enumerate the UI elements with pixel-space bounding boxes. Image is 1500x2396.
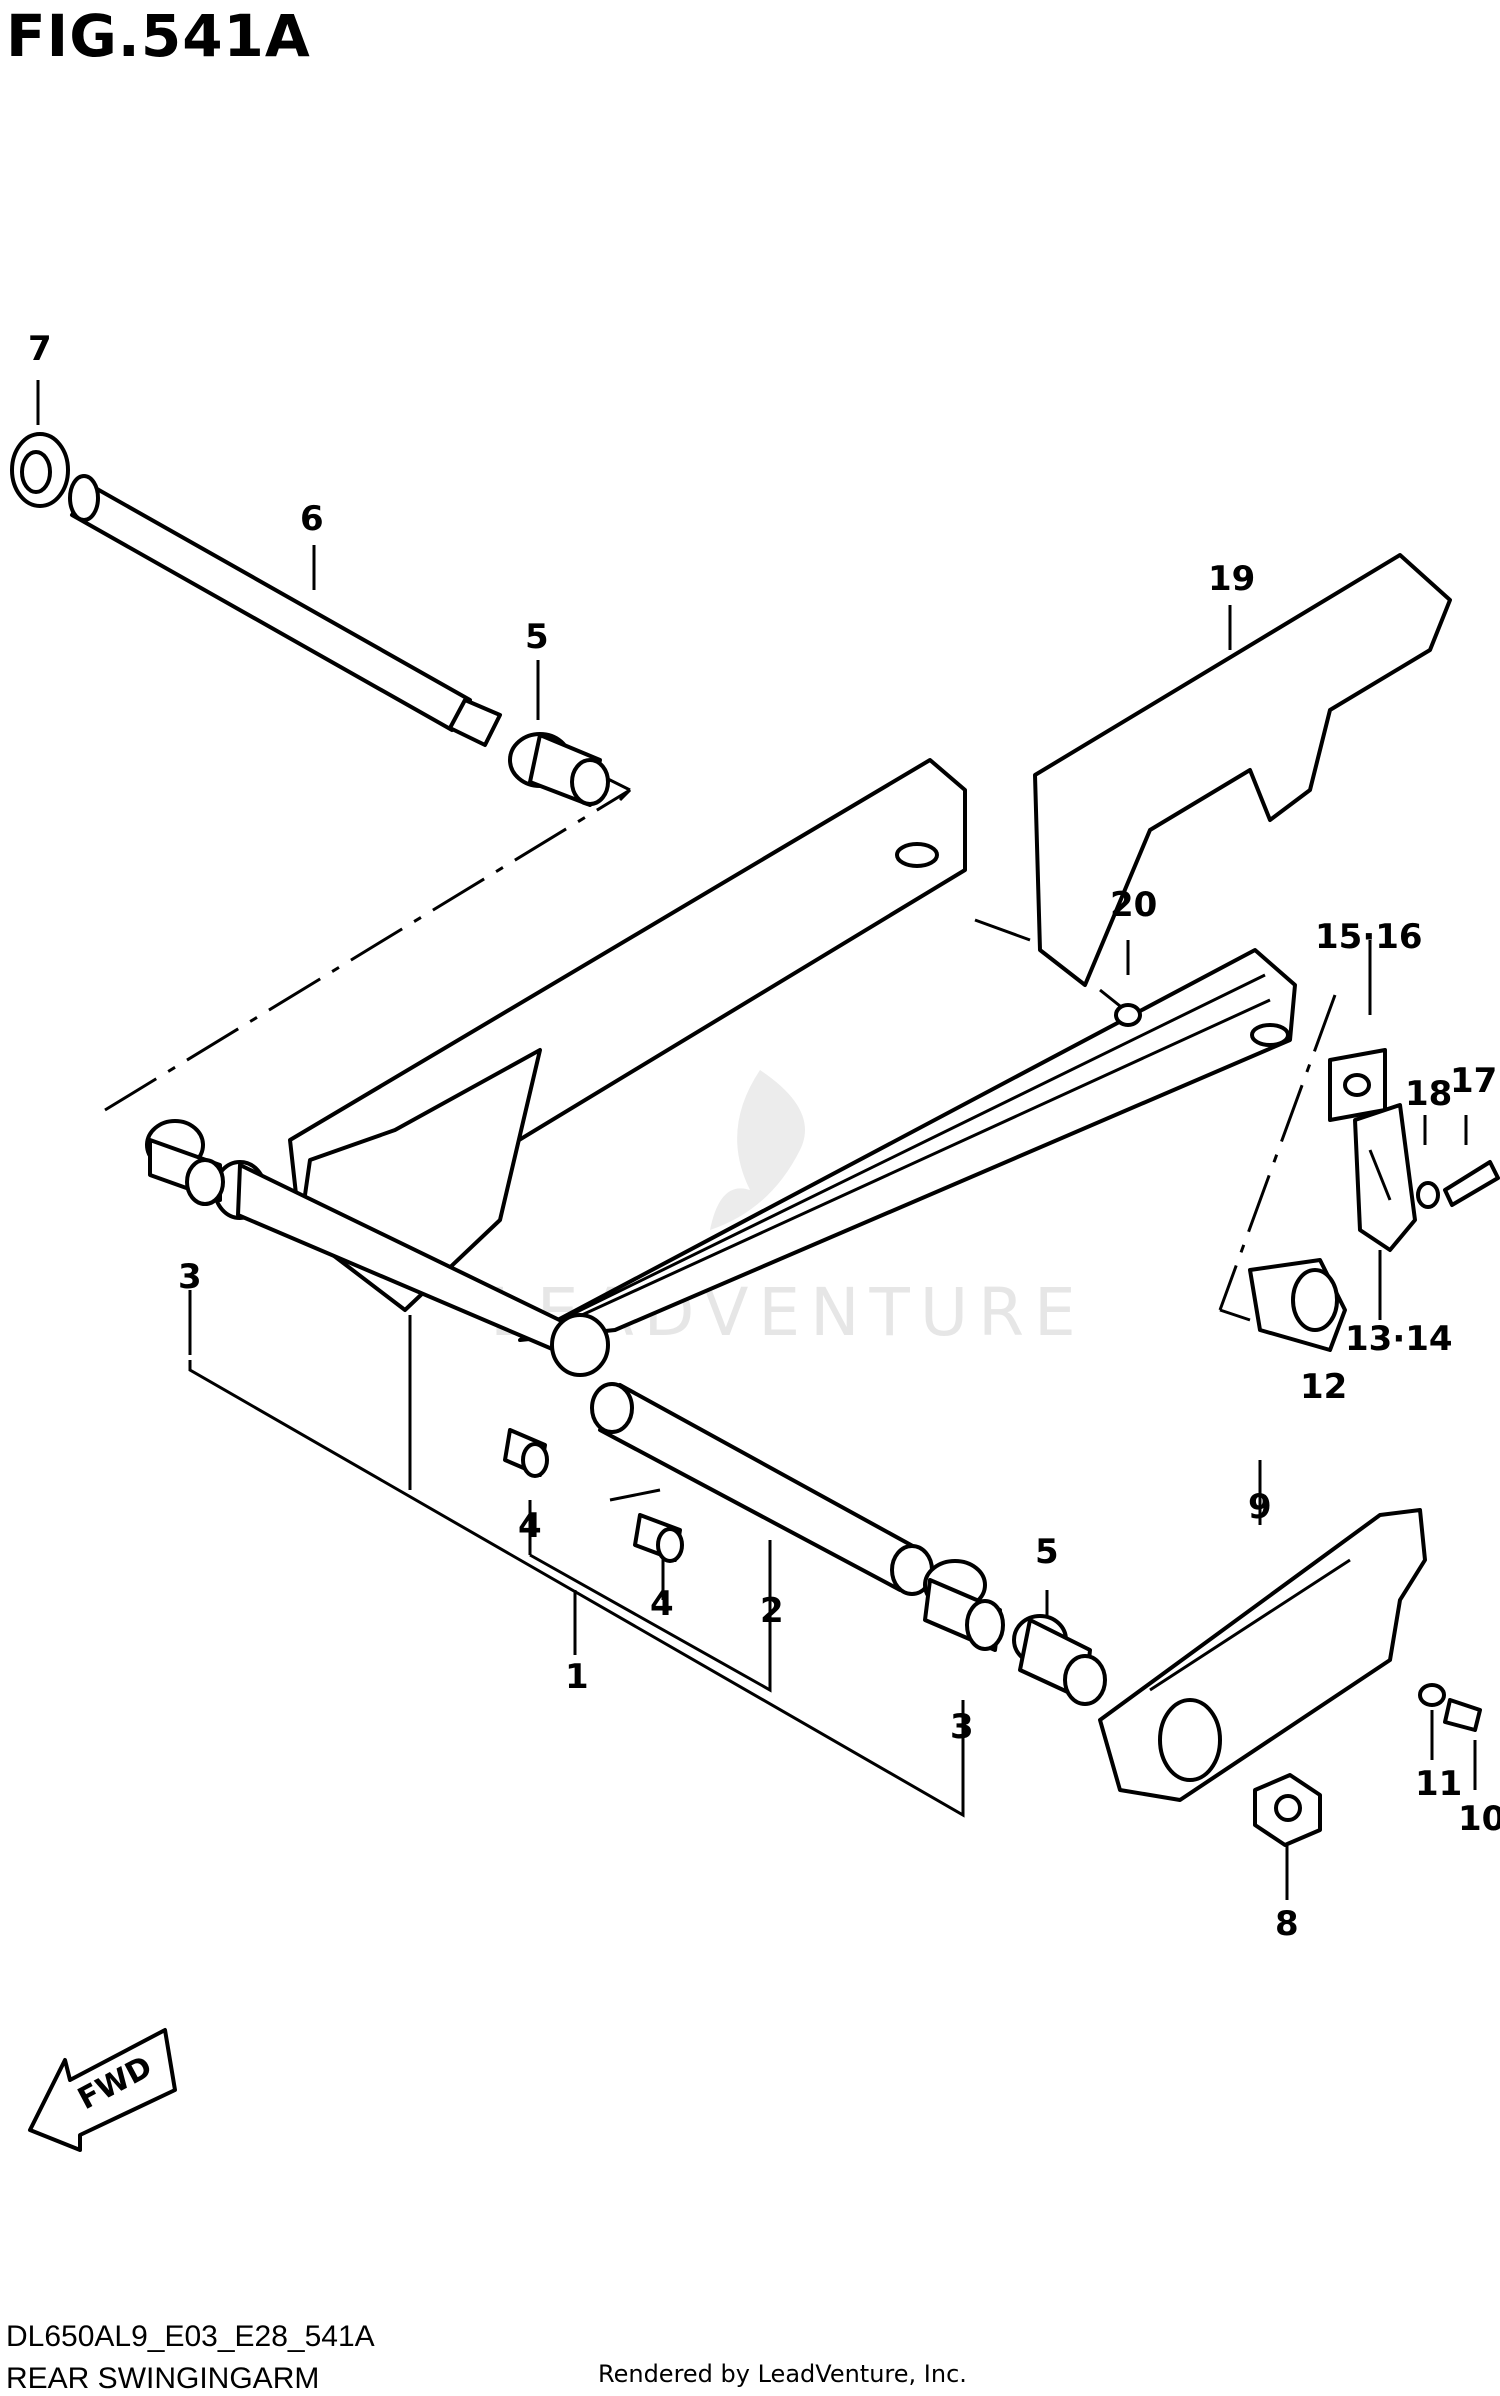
callouts: 7 6 5 19 20 15·16 18 17 3 13·14 12 4 4 2…: [28, 329, 1500, 1944]
part-19-chain-guard: [1033, 553, 1452, 987]
callout-12: 12: [1300, 1367, 1347, 1407]
part-13-14-adjuster-plate: [1353, 1103, 1417, 1252]
callout-5-lower: 5: [1035, 1532, 1059, 1572]
part-2-pivot-tube: [590, 1382, 934, 1596]
callout-20: 20: [1110, 885, 1157, 925]
part-7-nut: [10, 432, 70, 508]
part-12-chain-adjuster: [1248, 1258, 1347, 1352]
callout-7: 7: [28, 329, 52, 369]
watermark-logo-icon: [710, 1070, 805, 1230]
part-4-bearing-b: [633, 1513, 684, 1563]
part-18-washer: [1416, 1181, 1440, 1209]
part-1-swingarm-body: [213, 758, 1297, 1377]
part-8-nut: [1253, 1773, 1322, 1847]
part-6-pivot-shaft: [68, 474, 502, 747]
part-11-collar: [1418, 1683, 1446, 1707]
part-3-bearing-right: [923, 1559, 1005, 1652]
callout-1: 1: [565, 1657, 589, 1697]
part-9-chain-slider: [1098, 1508, 1427, 1802]
callout-6: 6: [300, 499, 324, 539]
callout-4-b: 4: [650, 1584, 674, 1624]
part-17-bolt: [1443, 1160, 1500, 1207]
part-5-collar-upper: [508, 732, 610, 807]
leader-lines: [36, 380, 1477, 1900]
part-10-bolt: [1443, 1698, 1482, 1732]
part-4-bearing-a: [503, 1428, 549, 1478]
figure-title: FIG.541A: [6, 2, 311, 70]
part-20-screw: [1099, 988, 1142, 1027]
callout-15-16: 15·16: [1315, 917, 1423, 957]
part-3-bearing-left: [145, 1119, 225, 1206]
part-5-collar-lower: [1012, 1614, 1107, 1706]
fwd-arrow-icon: FWD: [28, 2028, 177, 2152]
callout-3-left: 3: [178, 1257, 202, 1297]
callout-2: 2: [760, 1591, 784, 1631]
part-15-16-shim: [1328, 1048, 1387, 1122]
assembly-frame: [104, 768, 1337, 1818]
callout-13-14: 13·14: [1345, 1319, 1453, 1359]
callout-19: 19: [1208, 559, 1255, 599]
callout-5-upper: 5: [525, 617, 549, 657]
callout-10: 10: [1458, 1799, 1500, 1839]
callout-17: 17: [1450, 1061, 1497, 1101]
model-code: DL650AL9_E03_E28_541A: [6, 2320, 375, 2353]
callout-9: 9: [1248, 1487, 1272, 1527]
callout-18: 18: [1405, 1074, 1452, 1114]
diagram-name: REAR SWINGINGARM: [6, 2362, 320, 2395]
callout-3-right: 3: [950, 1707, 974, 1747]
callout-8: 8: [1275, 1904, 1299, 1944]
callout-4-a: 4: [518, 1506, 542, 1546]
callout-11: 11: [1415, 1764, 1462, 1804]
render-credit: Rendered by LeadVenture, Inc.: [598, 2360, 967, 2388]
